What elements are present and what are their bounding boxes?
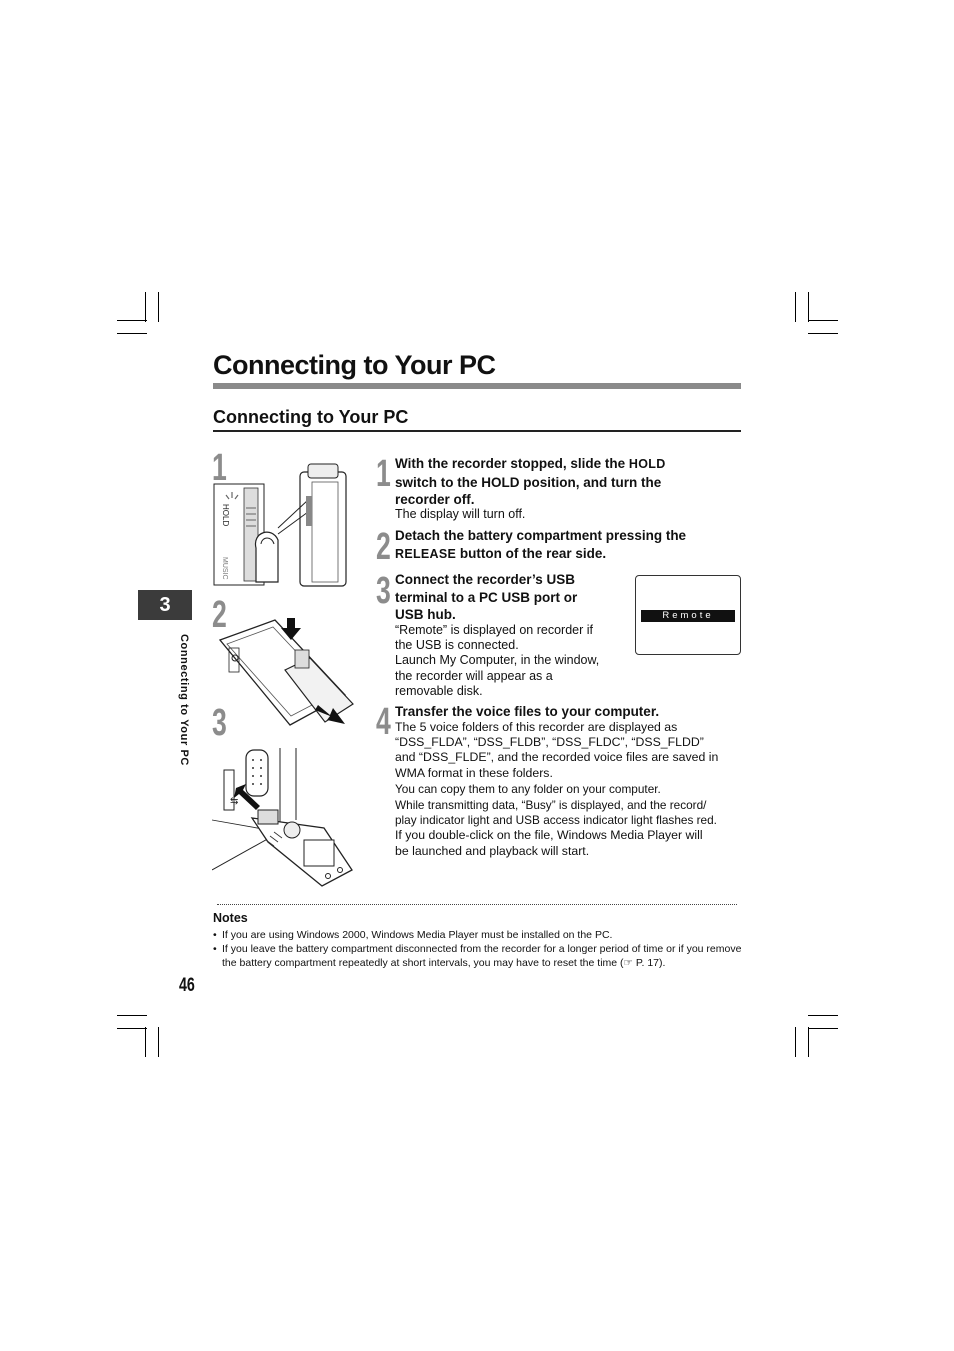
figure-1-hold-switch-illustration: HOLD MUSIC	[213, 463, 347, 587]
remote-indicator: Remote	[641, 610, 735, 622]
step-3-title: Connect the recorder’s USB terminal to a…	[395, 572, 578, 622]
title-underline	[213, 383, 741, 389]
note-item: • If you are using Windows 2000, Windows…	[213, 929, 613, 941]
chapter-tab: 3	[138, 590, 192, 620]
recorder-display: Remote	[635, 575, 741, 655]
note-item: • If you leave the battery compartment d…	[213, 943, 742, 969]
step-2-title: Detach the battery compartment pressing …	[395, 528, 687, 561]
hold-label: HOLD	[221, 504, 230, 526]
step-1-title: With the recorder stopped, slide the HOL…	[395, 456, 666, 507]
hold-key-label: HOLD	[628, 457, 666, 471]
step-3-number: 3	[376, 570, 391, 612]
figure-3-number: 3	[212, 702, 227, 744]
section-underline	[213, 430, 741, 432]
page-title: Connecting to Your PC	[213, 350, 496, 380]
step-4-number: 4	[376, 701, 391, 743]
step-3-body: “Remote” is displayed on recorder if the…	[395, 623, 600, 698]
side-chapter-label: Connecting to Your PC	[178, 634, 190, 766]
note-bullet: •	[213, 943, 217, 955]
step-1-number: 1	[376, 453, 391, 495]
section-title: Connecting to Your PC	[213, 407, 409, 427]
release-key-label: RELEASE	[395, 546, 457, 561]
figure-1-number: 1	[212, 447, 227, 489]
music-label: MUSIC	[221, 557, 228, 580]
step-4-title: Transfer the voice files to your compute…	[395, 704, 660, 719]
figure-3-usb-connection-illustration: ⇆	[212, 748, 353, 887]
note-bullet: •	[213, 929, 217, 941]
step-2-number: 2	[376, 526, 391, 568]
step-1-body: The display will turn off.	[395, 507, 526, 521]
usb-symbol: ⇆	[230, 796, 238, 807]
notes-heading: Notes	[213, 911, 248, 925]
step-4-body: The 5 voice folders of this recorder are…	[395, 720, 719, 858]
figure-2-number: 2	[212, 594, 227, 636]
page-number: 46	[179, 975, 195, 996]
notes-separator	[217, 904, 737, 905]
figure-2-battery-detach-illustration	[218, 618, 354, 726]
